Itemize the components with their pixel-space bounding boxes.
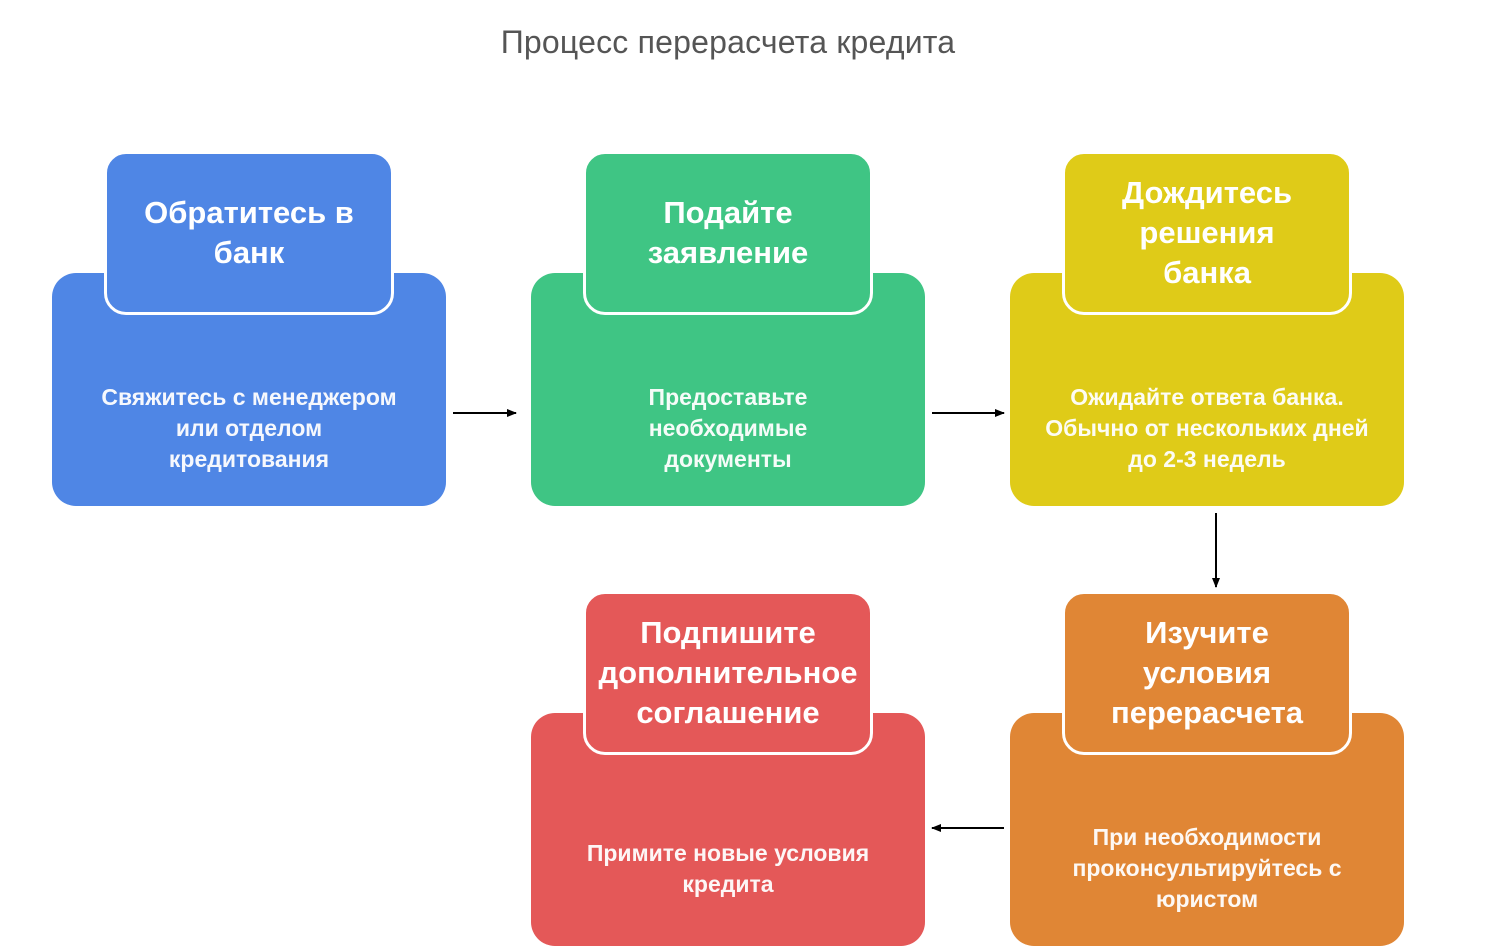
step-card-submit-application: Предоставьте необходимые документы Подай…: [531, 151, 925, 506]
step-card-contact-bank: Свяжитесь с менеджером или отделом креди…: [52, 151, 446, 506]
step-header: Обратитесь в банк: [104, 151, 394, 315]
step-label: Изучите условия перерасчета: [1110, 615, 1303, 730]
step-description: Свяжитесь с менеджером или отделом креди…: [101, 384, 397, 472]
connector-arrows: [453, 409, 1220, 832]
step-description: Примите новые условия кредита: [586, 839, 870, 897]
diagram-title: Процесс перерасчета кредита: [500, 24, 956, 60]
step-label: Обратитесь в банк: [144, 195, 354, 270]
step-label: Подпишите дополнительное соглашение: [598, 615, 858, 730]
step-label: Подайте заявление: [647, 195, 809, 270]
step-header: Дождитесь решения банка: [1062, 151, 1352, 315]
step-label: Дождитесь решения банка: [1121, 175, 1292, 290]
step-description: При необходимости проконсультируйтесь с …: [1072, 824, 1342, 912]
step-header: Подпишите дополнительное соглашение: [583, 591, 873, 755]
step-description: Ожидайте ответа банка. Обычно от несколь…: [1045, 384, 1369, 472]
step-card-study-terms: При необходимости проконсультируйтесь с …: [1010, 591, 1404, 946]
step-header: Изучите условия перерасчета: [1062, 591, 1352, 755]
step-card-sign-agreement: Примите новые условия кредита Подпишите …: [531, 591, 925, 946]
step-card-wait-decision: Ожидайте ответа банка. Обычно от несколь…: [1010, 151, 1404, 506]
step-header: Подайте заявление: [583, 151, 873, 315]
step-description: Предоставьте необходимые документы: [648, 384, 808, 472]
